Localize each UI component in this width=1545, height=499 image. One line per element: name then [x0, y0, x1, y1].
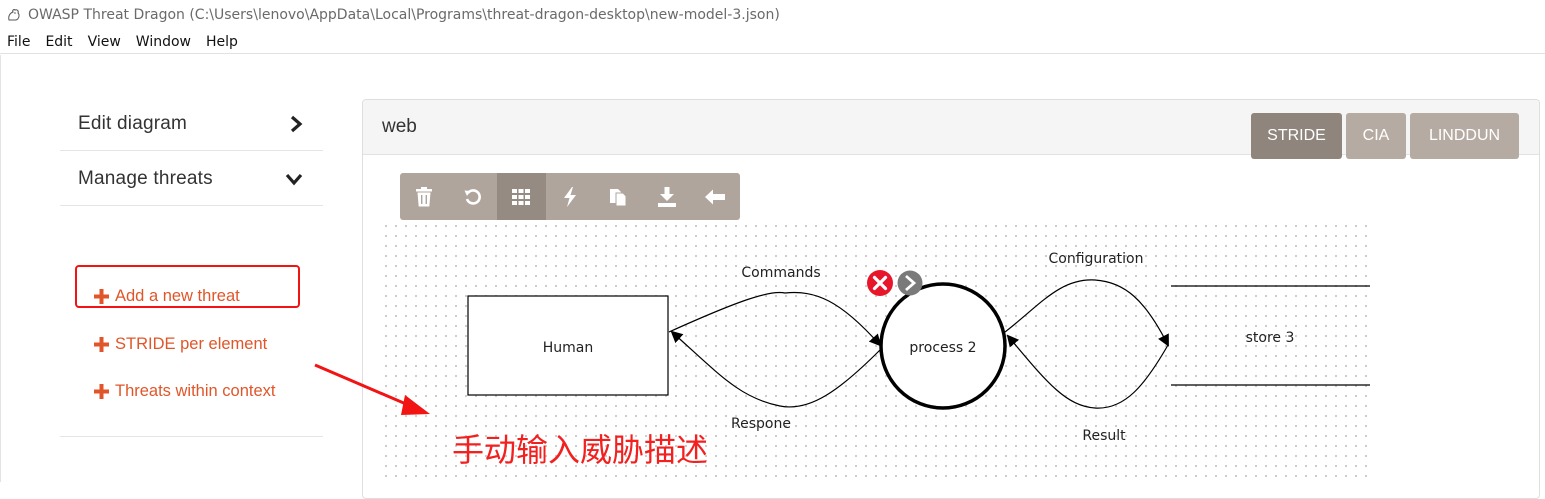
- menu-edit[interactable]: Edit: [45, 33, 73, 50]
- flow-configuration[interactable]: [1004, 279, 1169, 347]
- lightning-icon: [563, 186, 576, 207]
- menu-bar: File Edit View Window Help: [0, 30, 1545, 54]
- edit-diagram-label: Edit diagram: [78, 112, 188, 134]
- grid-icon: [512, 188, 531, 205]
- annotation-text: 手动输入威胁描述: [452, 431, 709, 469]
- download-button[interactable]: [643, 173, 692, 220]
- actor-human-box[interactable]: [467, 295, 669, 396]
- toggle-grid-button[interactable]: [497, 173, 546, 220]
- threats-within-context-link[interactable]: Threats within context: [94, 382, 276, 401]
- linddun-model-button[interactable]: LINDDUN: [1410, 113, 1519, 159]
- plus-icon: [94, 337, 109, 352]
- threat-dragon-app-icon: [8, 9, 20, 21]
- plus-icon: [94, 289, 109, 304]
- stride-per-element-link[interactable]: STRIDE per element: [94, 335, 267, 354]
- threat-actions-panel: Add a new threat STRIDE per element Thre…: [60, 257, 323, 437]
- link-element-button[interactable]: [897, 270, 923, 296]
- add-new-threat-label: Add a new threat: [115, 287, 240, 305]
- diagram-title: web: [382, 116, 417, 137]
- process-2-circle[interactable]: [879, 282, 1007, 410]
- download-icon: [657, 186, 676, 207]
- add-new-threat-link[interactable]: Add a new threat: [94, 287, 240, 306]
- trash-icon: [416, 186, 433, 206]
- menu-file[interactable]: File: [7, 33, 31, 50]
- cia-model-button[interactable]: CIA: [1346, 113, 1406, 159]
- flow-result[interactable]: [1006, 334, 1169, 409]
- flow-commands[interactable]: [668, 291, 882, 347]
- title-bar: OWASP Threat Dragon (C:\Users\lenovo\App…: [0, 0, 1545, 30]
- chevron-right-icon: [290, 115, 303, 132]
- undo-icon: [464, 188, 481, 205]
- menu-view[interactable]: View: [87, 33, 121, 50]
- close-icon: [872, 275, 888, 291]
- copy-icon: [610, 188, 627, 206]
- flow-respone[interactable]: [670, 330, 881, 408]
- copy-button[interactable]: [594, 173, 643, 220]
- window-title: OWASP Threat Dragon (C:\Users\lenovo\App…: [28, 7, 780, 23]
- edit-diagram-toggle[interactable]: Edit diagram: [60, 97, 323, 151]
- menu-window[interactable]: Window: [135, 33, 191, 50]
- close-diagram-button[interactable]: [691, 173, 740, 220]
- diagram-panel-header: web STRIDE CIA LINDDUN: [363, 100, 1539, 159]
- back-arrow-icon: [705, 189, 726, 204]
- remove-element-button[interactable]: [867, 270, 893, 296]
- delete-button[interactable]: [400, 173, 449, 220]
- auto-layout-button[interactable]: [546, 173, 595, 220]
- store-3-box[interactable]: [1171, 287, 1370, 384]
- chevron-right-icon: [905, 274, 917, 292]
- manage-threats-toggle[interactable]: Manage threats: [60, 152, 323, 206]
- stride-highlight-box: [75, 265, 300, 308]
- chevron-down-icon: [285, 173, 303, 185]
- undo-button[interactable]: [449, 173, 498, 220]
- menu-help[interactable]: Help: [206, 33, 238, 50]
- manage-threats-label: Manage threats: [78, 167, 213, 189]
- stride-per-element-label: STRIDE per element: [115, 335, 268, 353]
- plus-icon: [94, 384, 109, 399]
- diagram-toolbar: [400, 173, 740, 220]
- stride-model-button[interactable]: STRIDE: [1251, 113, 1342, 159]
- threats-within-context-label: Threats within context: [115, 382, 276, 400]
